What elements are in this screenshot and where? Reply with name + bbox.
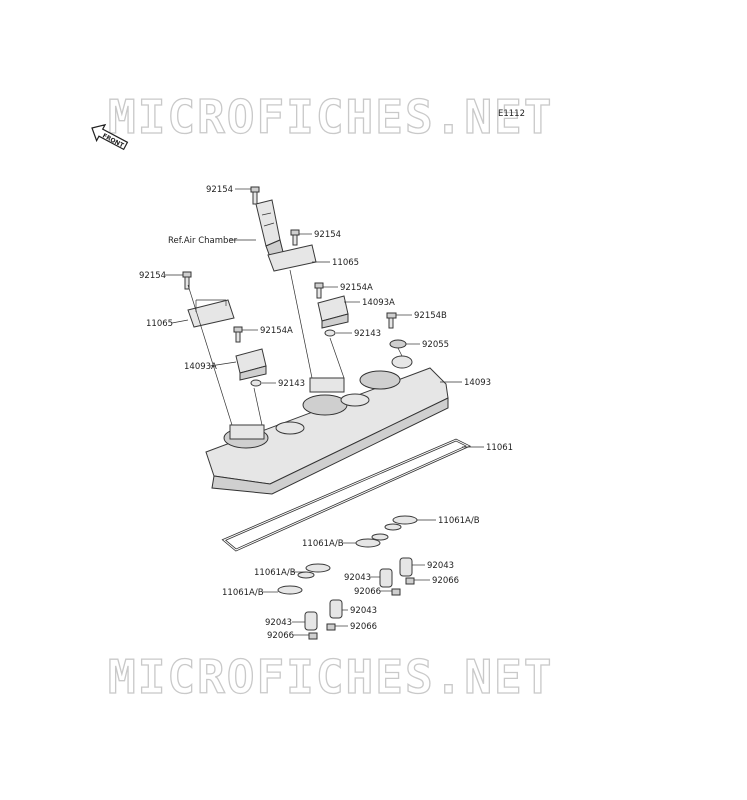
callout-92066-a: 92066 bbox=[432, 576, 459, 586]
gasket-11061 bbox=[221, 438, 472, 552]
cap-92066-d bbox=[308, 632, 318, 640]
plug-gasket-4a bbox=[277, 585, 303, 595]
bolt-92154a-upper bbox=[314, 282, 324, 299]
grommet-92043-d bbox=[304, 611, 318, 631]
callout-11061ab-1: 11061A/B bbox=[438, 516, 480, 526]
callout-92143-lower: 92143 bbox=[278, 379, 305, 389]
bolt-92154a-lower bbox=[233, 326, 243, 343]
callout-ref-air-chamber: Ref.Air Chamber bbox=[168, 236, 238, 246]
o-ring-92143-lower bbox=[250, 379, 262, 387]
grommet-92043-a bbox=[399, 557, 413, 577]
callout-92154-top: 92154 bbox=[206, 185, 233, 195]
plug-gasket-2b bbox=[371, 533, 389, 541]
callout-11061: 11061 bbox=[486, 443, 513, 453]
callout-92043-a: 92043 bbox=[427, 561, 454, 571]
callout-92055: 92055 bbox=[422, 340, 449, 350]
callout-11061ab-2: 11061A/B bbox=[302, 539, 344, 549]
grommet-92043-b bbox=[379, 568, 393, 588]
callout-92154b: 92154B bbox=[414, 311, 447, 321]
grommet-92043-c bbox=[329, 599, 343, 619]
callout-92043-d: 92043 bbox=[265, 618, 292, 628]
plate-11065-left bbox=[187, 299, 235, 328]
callout-14093: 14093 bbox=[464, 378, 491, 388]
callout-11061ab-3: 11061A/B bbox=[254, 568, 296, 578]
cylinder-head-cover-14093 bbox=[205, 355, 449, 495]
callout-92154-left: 92154 bbox=[139, 271, 166, 281]
cap-92066-b bbox=[391, 588, 401, 596]
callout-11065-left: 11065 bbox=[146, 319, 173, 329]
plug-gasket-1a bbox=[392, 515, 418, 525]
callout-92043-b: 92043 bbox=[344, 573, 371, 583]
bolt-92154b bbox=[386, 312, 397, 329]
plug-gasket-1b bbox=[384, 523, 402, 531]
reed-block-14093a-lower bbox=[235, 348, 267, 381]
callout-92154a-upper: 92154A bbox=[340, 283, 373, 293]
callout-92143-upper: 92143 bbox=[354, 329, 381, 339]
leader-lines bbox=[165, 188, 484, 636]
callout-14093a-upper: 14093A bbox=[362, 298, 395, 308]
callout-92066-c: 92066 bbox=[350, 622, 377, 632]
callout-11065-upper: 11065 bbox=[332, 258, 359, 268]
callout-92043-c: 92043 bbox=[350, 606, 377, 616]
callout-92154-right: 92154 bbox=[314, 230, 341, 240]
callout-92154a-lower: 92154A bbox=[260, 326, 293, 336]
callout-92066-d: 92066 bbox=[267, 631, 294, 641]
watermark-bottom: MICROFICHES.NET bbox=[108, 650, 553, 704]
cap-92066-a bbox=[405, 577, 415, 585]
callout-14093a-lower: 14093A bbox=[184, 362, 217, 372]
callout-11061ab-4: 11061A/B bbox=[222, 588, 264, 598]
plug-gasket-3a bbox=[305, 563, 331, 573]
air-chamber-bracket bbox=[255, 199, 284, 258]
washer-92055 bbox=[389, 339, 407, 349]
cap-92066-c bbox=[326, 623, 336, 631]
o-ring-92143-upper bbox=[324, 329, 336, 337]
reed-block-14093a-upper bbox=[317, 295, 349, 329]
bolt-92154-top bbox=[250, 186, 260, 205]
watermark-top: MICROFICHES.NET bbox=[108, 90, 553, 144]
bolt-92154-left bbox=[182, 271, 192, 290]
diagram-code: E1112 bbox=[498, 109, 525, 119]
plug-gasket-3b bbox=[297, 571, 315, 579]
bolt-92154-right bbox=[290, 229, 300, 246]
callout-92066-b: 92066 bbox=[354, 587, 381, 597]
